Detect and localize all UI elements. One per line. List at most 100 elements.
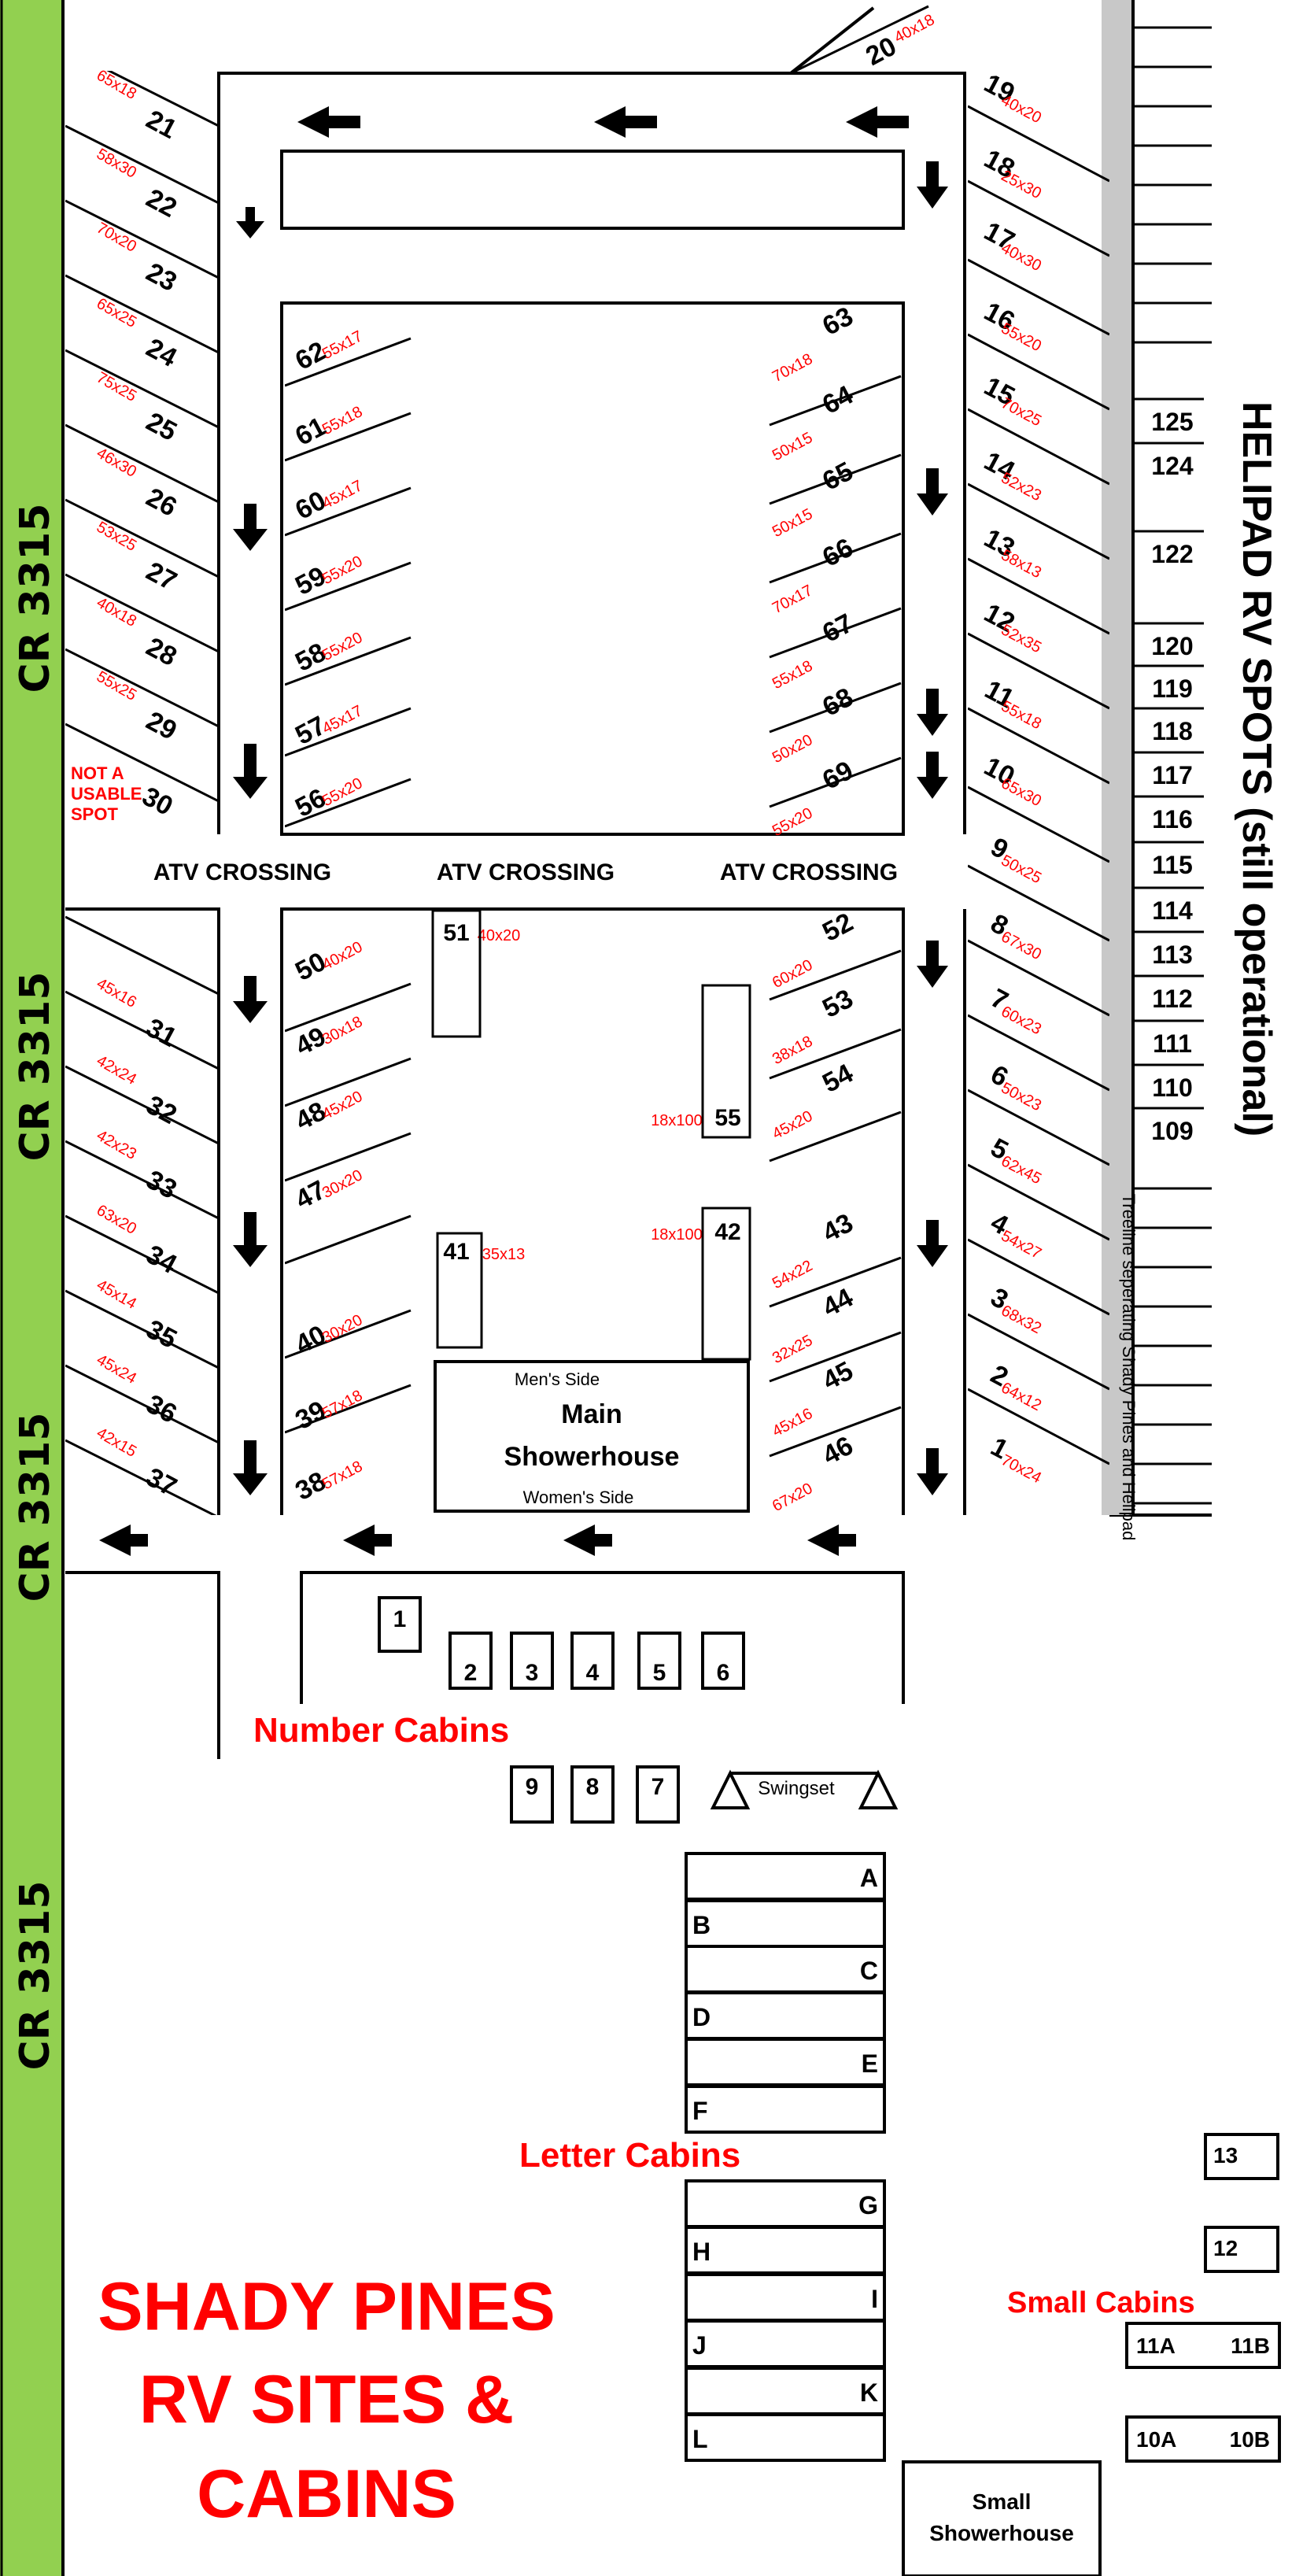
small-cabin[interactable] — [1125, 2415, 1281, 2463]
not-usable-label: NOT A — [71, 763, 124, 783]
rv-site-number[interactable]: 43 — [818, 1208, 858, 1248]
road-label: CR 3315 — [12, 971, 59, 1161]
rv-site-number[interactable]: 41 — [443, 1239, 469, 1265]
rv-site-size: 50x15 — [770, 429, 815, 464]
helipad-spot[interactable]: 111 — [1153, 1029, 1192, 1058]
rv-site-number[interactable]: 29 — [142, 706, 182, 746]
rv-site-number[interactable]: 36 — [142, 1389, 182, 1429]
rv-site-number[interactable]: 63 — [818, 301, 858, 342]
letter-cabin-label: J — [692, 2331, 707, 2360]
rv-site-number[interactable]: 52 — [818, 907, 858, 948]
number-cabin[interactable] — [510, 1632, 554, 1690]
small-cabin[interactable] — [1125, 2322, 1281, 2369]
inner-right-stall-lines — [769, 375, 902, 808]
number-cabin-label: 2 — [464, 1660, 478, 1686]
inner-left-stall-lines — [285, 337, 412, 828]
helipad-spot[interactable]: 112 — [1152, 985, 1193, 1013]
rv-site-number[interactable]: 32 — [142, 1090, 182, 1130]
number-cabin[interactable] — [448, 1632, 493, 1690]
rv-site-number[interactable]: 69 — [818, 756, 858, 796]
rv-site-number[interactable]: 42 — [714, 1219, 740, 1245]
rv-site-number[interactable]: 21 — [142, 105, 182, 145]
rv-site-size: 65x18 — [94, 67, 139, 103]
small-cabin-label: 10B — [1230, 2427, 1270, 2452]
rv-site-number[interactable]: 44 — [818, 1283, 858, 1323]
rv-site-size: 40x20 — [998, 91, 1044, 127]
letter-cabin[interactable] — [685, 2367, 886, 2415]
rv-site-size: 57x18 — [319, 1458, 365, 1493]
small-cabin[interactable] — [1204, 2133, 1279, 2180]
rv-site-number[interactable]: 24 — [142, 333, 182, 373]
rv-site-number[interactable]: 25 — [142, 407, 182, 447]
small-cabin[interactable] — [1204, 2226, 1279, 2273]
helipad-spot[interactable]: 110 — [1152, 1074, 1193, 1102]
helipad-spot[interactable]: 118 — [1152, 717, 1193, 745]
letter-cabin[interactable] — [685, 1991, 886, 2040]
helipad-spot[interactable]: 122 — [1151, 540, 1193, 568]
rv-site-size: 68x32 — [998, 1302, 1044, 1337]
rv-site-size: 52x35 — [998, 621, 1044, 656]
treeline-strip — [1102, 0, 1131, 1515]
helipad-spot[interactable]: 113 — [1152, 941, 1193, 969]
rv-site-number[interactable]: 55 — [714, 1105, 740, 1131]
letter-cabin[interactable] — [685, 2179, 886, 2228]
helipad-spot[interactable]: 117 — [1152, 761, 1193, 789]
rv-site-number[interactable]: 23 — [142, 257, 182, 298]
helipad-spot[interactable]: 119 — [1152, 674, 1193, 703]
number-cabin[interactable] — [510, 1765, 554, 1824]
number-cabin[interactable] — [637, 1632, 681, 1690]
rv-site-number[interactable]: 68 — [818, 682, 858, 723]
rv-site-number[interactable]: 54 — [818, 1059, 858, 1099]
rv-site-number[interactable]: 67 — [818, 608, 858, 649]
helipad-spot[interactable]: 125 — [1151, 408, 1193, 436]
letter-cabin[interactable] — [685, 1899, 886, 1948]
not-usable-label: SPOT — [71, 804, 118, 824]
womens-side-label: Women's Side — [523, 1488, 634, 1507]
rv-site-number[interactable]: 53 — [818, 984, 858, 1024]
showerhouse-name: Main — [561, 1399, 622, 1429]
rv-site-number[interactable]: 51 — [443, 920, 469, 946]
rv-site-labels: 170x24264x12368x32454x27562x45650x23760x… — [94, 11, 1044, 1515]
letter-cabin[interactable] — [685, 2038, 886, 2086]
rv-site-size: 75x25 — [94, 369, 139, 405]
number-cabin[interactable] — [378, 1596, 422, 1653]
rv-site-number[interactable]: 27 — [142, 556, 182, 597]
rv-site-size: 25x30 — [998, 167, 1044, 202]
rv-site-number[interactable]: 35 — [142, 1314, 182, 1355]
helipad-spot[interactable]: 114 — [1152, 896, 1193, 925]
letter-cabin[interactable] — [685, 1852, 886, 1901]
number-cabin[interactable] — [701, 1632, 745, 1690]
rv-site-number[interactable]: 66 — [818, 533, 858, 573]
rv-site-number[interactable]: 22 — [142, 183, 182, 224]
rv-site-number[interactable]: 30 — [138, 782, 178, 822]
bottom-left-stall-lines — [285, 982, 412, 1434]
rv-site-number[interactable]: 34 — [142, 1240, 182, 1280]
helipad-spot[interactable]: 116 — [1152, 805, 1193, 833]
letter-cabin[interactable] — [685, 2413, 886, 2462]
number-cabin-label: 4 — [586, 1660, 600, 1686]
rv-site-number[interactable]: 26 — [142, 482, 182, 523]
letter-cabin[interactable] — [685, 2319, 886, 2368]
number-cabin[interactable] — [636, 1765, 680, 1824]
helipad-spot[interactable]: 124 — [1151, 452, 1194, 480]
rv-site-number[interactable]: 65 — [818, 456, 858, 497]
helipad-spot[interactable]: 120 — [1151, 632, 1193, 660]
small-cabin-label: 12 — [1213, 2236, 1238, 2260]
rv-site-size: 40x20 — [319, 938, 365, 974]
map-title: SHADY PINES — [98, 2269, 555, 2345]
helipad-spot[interactable]: 115 — [1152, 851, 1193, 879]
letter-cabin[interactable] — [685, 2273, 886, 2322]
rv-site-number[interactable]: 28 — [142, 632, 182, 672]
letter-cabin[interactable] — [685, 2226, 886, 2275]
number-cabin[interactable] — [570, 1632, 615, 1690]
rv-site-number[interactable]: 33 — [142, 1165, 182, 1205]
rv-site-number[interactable]: 64 — [818, 380, 858, 420]
number-cabin[interactable] — [570, 1765, 615, 1824]
helipad-spot[interactable]: 109 — [1151, 1117, 1193, 1145]
small-showerhouse-name: Showerhouse — [929, 2521, 1074, 2545]
letter-cabin[interactable] — [685, 2085, 886, 2134]
letter-cabin[interactable] — [685, 1945, 886, 1994]
left-outer-stall-lines — [65, 71, 219, 803]
